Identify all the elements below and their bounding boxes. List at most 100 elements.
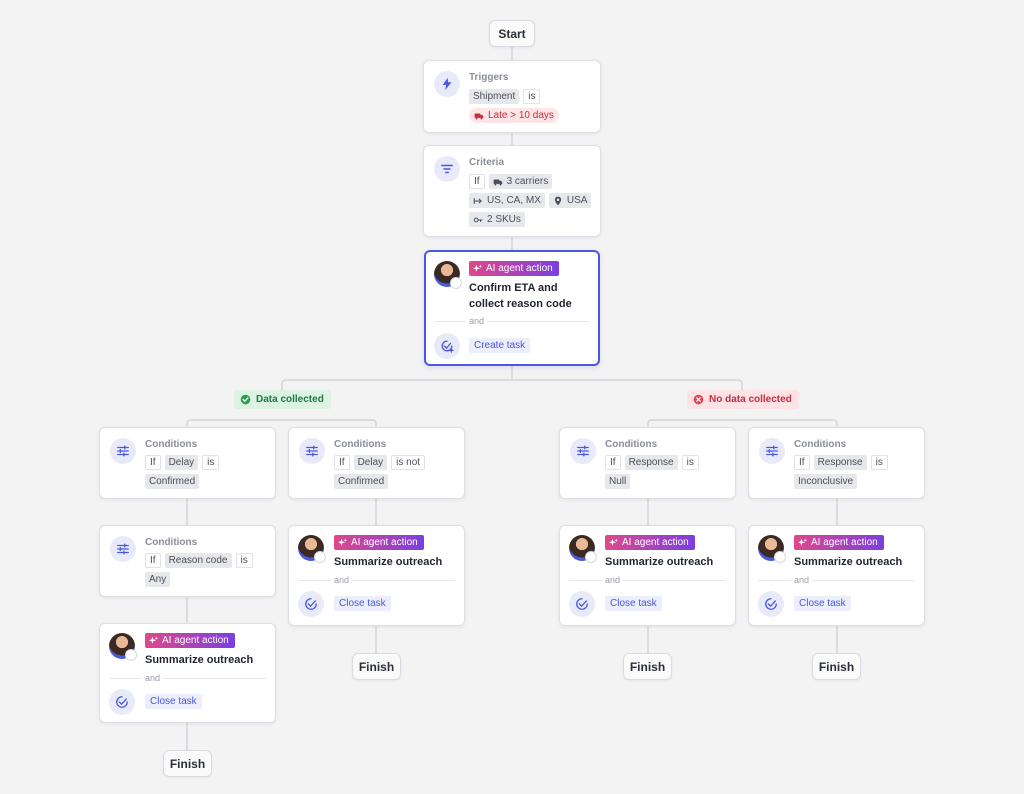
pin-icon: [554, 196, 562, 205]
lightning-icon: [434, 71, 460, 97]
trigger-subject: Shipment: [469, 89, 520, 104]
criteria-skus: 2 SKUs: [469, 212, 525, 227]
criteria-carriers-text: 3 carriers: [506, 176, 549, 187]
condition-if: If: [145, 553, 161, 568]
condition-card[interactable]: Conditions If Response is Null: [559, 427, 736, 499]
condition-operator: is: [681, 455, 699, 470]
trigger-card[interactable]: Triggers Shipment is Late > 10 days: [423, 60, 601, 133]
sparkle-icon: [338, 538, 347, 546]
condition-value: Confirmed: [145, 474, 200, 489]
condition-title: Conditions: [334, 439, 387, 450]
main-ai-action-card[interactable]: AI agent action Confirm ETA and collect …: [424, 250, 600, 366]
key-icon: [473, 217, 483, 222]
finish-node[interactable]: Finish: [352, 653, 401, 680]
branch-data-collected-label: Data collected: [256, 394, 324, 405]
create-task-button[interactable]: Create task: [469, 338, 531, 353]
sparkle-icon: [473, 264, 482, 272]
finish-node[interactable]: Finish: [623, 653, 672, 680]
summarize-title: Summarize outreach: [794, 556, 903, 568]
truck-icon: [474, 113, 484, 119]
finish-node[interactable]: Finish: [163, 750, 212, 777]
summarize-title: Summarize outreach: [334, 556, 443, 568]
condition-card[interactable]: Conditions If Delay is Confirmed: [99, 427, 276, 499]
agent-avatar: [569, 535, 597, 563]
filter-icon: [434, 156, 460, 182]
agent-avatar: [758, 535, 786, 563]
finish-label: Finish: [169, 756, 206, 771]
branch-data-collected: Data collected: [234, 390, 331, 409]
sliders-icon: [570, 438, 596, 464]
ai-action-badge: AI agent action: [145, 633, 235, 648]
sliders-icon: [110, 536, 136, 562]
condition-field: Response: [813, 455, 867, 470]
condition-operator: is: [202, 455, 220, 470]
close-task-button[interactable]: Close task: [794, 596, 851, 611]
close-task-button[interactable]: Close task: [605, 596, 662, 611]
and-label: and: [142, 673, 164, 683]
criteria-card[interactable]: Criteria If 3 carriers US, CA, MX USA 2 …: [423, 145, 601, 237]
condition-value: Inconclusive: [794, 474, 858, 489]
agent-avatar: [434, 261, 462, 289]
condition-card[interactable]: Conditions If Response is Inconclusive: [748, 427, 925, 499]
summarize-action-card[interactable]: AI agent action Summarize outreach and C…: [748, 525, 925, 626]
main-action-title: Confirm ETA and collect reason code: [469, 282, 572, 310]
summarize-action-card[interactable]: AI agent action Summarize outreach and C…: [559, 525, 736, 626]
sliders-icon: [299, 438, 325, 464]
criteria-carriers: 3 carriers: [488, 174, 553, 189]
ai-action-badge-text: AI agent action: [162, 635, 229, 646]
condition-value: Any: [145, 572, 171, 587]
condition-title: Conditions: [605, 439, 658, 450]
criteria-if: If: [469, 174, 485, 189]
criteria-title: Criteria: [469, 157, 505, 168]
criteria-lanes: US, CA, MX: [469, 193, 545, 208]
condition-field: Reason code: [164, 553, 232, 568]
finish-label: Finish: [818, 659, 855, 674]
close-task-button[interactable]: Close task: [145, 694, 202, 709]
branch-no-data-collected-label: No data collected: [709, 394, 792, 405]
summarize-action-card[interactable]: AI agent action Summarize outreach and C…: [288, 525, 465, 626]
and-label: and: [466, 316, 488, 326]
condition-if: If: [605, 455, 621, 470]
condition-card[interactable]: Conditions If Delay is not Confirmed: [288, 427, 465, 499]
condition-if: If: [334, 455, 350, 470]
sparkle-icon: [609, 538, 618, 546]
finish-node[interactable]: Finish: [812, 653, 861, 680]
agent-avatar: [109, 633, 137, 661]
and-label: and: [602, 575, 624, 585]
agent-avatar: [298, 535, 326, 563]
condition-operator: is not: [391, 455, 426, 470]
and-divider: [758, 580, 915, 581]
start-label: Start: [498, 26, 526, 41]
condition-field: Delay: [164, 455, 199, 470]
and-divider: [569, 580, 726, 581]
sliders-icon: [110, 438, 136, 464]
ai-action-badge: AI agent action: [794, 535, 884, 550]
start-node[interactable]: Start: [489, 20, 535, 47]
and-label: and: [331, 575, 353, 585]
route-arrow-icon: [473, 197, 482, 204]
condition-value: Null: [605, 474, 631, 489]
close-task-button[interactable]: Close task: [334, 596, 391, 611]
ai-action-badge: AI agent action: [605, 535, 695, 550]
and-divider: [434, 321, 590, 322]
summarize-action-card[interactable]: AI agent action Summarize outreach and C…: [99, 623, 276, 723]
check-task-icon: [109, 689, 135, 715]
sparkle-icon: [798, 538, 807, 546]
check-task-icon: [298, 591, 324, 617]
ai-action-badge-text: AI agent action: [486, 263, 553, 274]
ai-action-badge: AI agent action: [334, 535, 424, 550]
condition-operator: is: [235, 553, 253, 568]
branch-no-data-collected: No data collected: [687, 390, 799, 409]
sliders-icon: [759, 438, 785, 464]
check-task-icon: [758, 591, 784, 617]
condition-field: Response: [624, 455, 678, 470]
criteria-location-text: USA: [566, 195, 588, 206]
truck-icon: [493, 179, 502, 185]
and-divider: [298, 580, 455, 581]
condition-if: If: [145, 455, 161, 470]
trigger-value-text: Late > 10 days: [488, 110, 554, 121]
sparkle-icon: [149, 636, 158, 644]
trigger-value: Late > 10 days: [469, 108, 559, 123]
condition-card[interactable]: Conditions If Reason code is Any: [99, 525, 276, 597]
